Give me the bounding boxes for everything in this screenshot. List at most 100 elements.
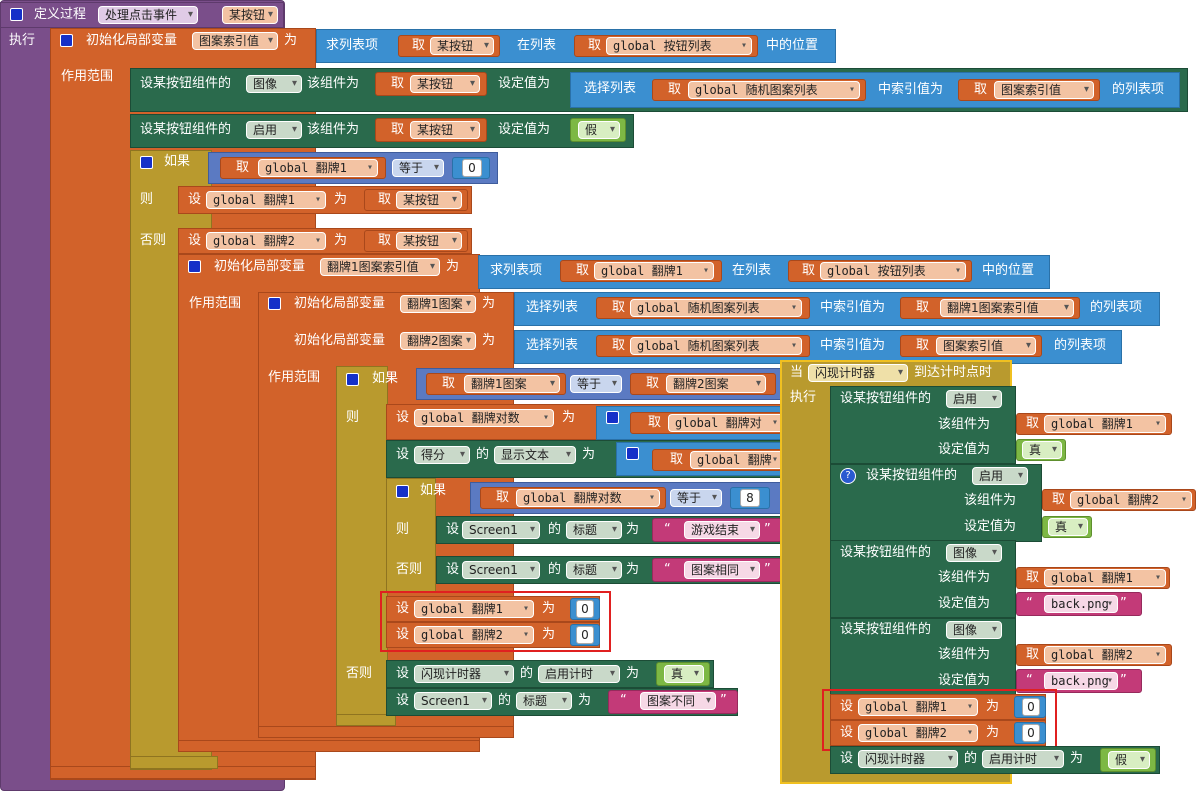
get-var[interactable]: 某按钮 [396,191,462,209]
component-dropdown[interactable]: Screen1 [462,521,540,539]
get-var[interactable]: global 翻牌2 [1044,646,1166,664]
component-dropdown[interactable]: 闪现计时器 [858,750,958,768]
property-dropdown[interactable]: 标题 [566,521,622,539]
else-label: 否则 [396,562,423,577]
text-value[interactable]: 游戏结束 [684,521,760,539]
mutator-icon[interactable] [606,411,619,424]
text-value[interactable]: back.png [1044,672,1118,690]
set-var[interactable]: global 翻牌2 [858,724,978,742]
boolean-dropdown[interactable]: 真 [1022,441,1062,459]
property-dropdown[interactable]: 标题 [516,692,572,710]
number-value[interactable]: 0 [576,600,594,618]
get-var[interactable]: global 随机图案列表 [630,299,802,317]
component-dropdown[interactable]: Screen1 [414,692,492,710]
get-var[interactable]: 图案索引值 [994,81,1094,99]
component-dropdown[interactable]: Screen1 [462,561,540,579]
get-var[interactable]: global 按钮列表 [820,262,966,280]
as-label: 为 [1070,751,1084,766]
number-value[interactable]: 0 [576,626,594,644]
compare-operator[interactable]: 等于 [570,375,622,393]
set-label: 设 [840,725,854,740]
help-icon[interactable]: ? [840,468,856,484]
property-dropdown[interactable]: 启用 [946,390,1002,408]
text-value[interactable]: back.png [1044,595,1118,613]
mutator-icon[interactable] [140,156,153,169]
boolean-dropdown[interactable]: 假 [1108,751,1150,769]
procedure-param[interactable]: 某按钮 [222,6,278,24]
number-value[interactable]: 8 [740,489,760,507]
mutator-icon[interactable] [626,447,639,460]
get-var[interactable]: global 翻牌1 [594,262,714,280]
init-var-name[interactable]: 翻牌1图案 [400,295,476,313]
get-var[interactable]: global 翻牌1 [1044,569,1166,587]
component-dropdown[interactable]: 闪现计时器 [808,364,908,382]
get-var[interactable]: global 翻牌对 [668,414,782,432]
number-value[interactable]: 0 [1022,698,1040,716]
if-else-block[interactable] [386,478,436,592]
get-var[interactable]: global 翻牌1 [1044,415,1166,433]
mutator-icon[interactable] [60,34,73,47]
init-var-name[interactable]: 翻牌1图案索引值 [320,258,440,276]
get-var[interactable]: global 随机图案列表 [630,337,802,355]
get-var[interactable]: 图案索引值 [936,337,1036,355]
get-var[interactable]: 翻牌1图案 [464,375,560,393]
get-var[interactable]: global 按钮列表 [606,37,752,55]
property-dropdown[interactable]: 启用 [972,467,1028,485]
set-var[interactable]: global 翻牌2 [414,626,534,644]
get-label: 取 [1026,570,1040,585]
set-var[interactable]: global 翻牌1 [858,698,978,716]
get-var[interactable]: global 随机图案列表 [688,81,860,99]
component-dropdown[interactable]: 得分 [414,446,470,464]
scope-label: 作用范围 [189,296,242,311]
if-else-block[interactable] [336,366,388,726]
init-var-name[interactable]: 翻牌2图案 [400,332,476,350]
procedure-name[interactable]: 处理点击事件 [98,6,198,24]
get-var[interactable]: 翻牌1图案索引值 [940,299,1074,317]
property-dropdown[interactable]: 图像 [246,75,302,93]
set-label: 设 [446,562,460,577]
mutator-icon[interactable] [268,297,281,310]
get-var[interactable]: global 翻牌1 [258,159,378,177]
property-dropdown[interactable]: 图像 [946,621,1002,639]
set-var[interactable]: global 翻牌对数 [414,409,554,427]
get-label: 取 [612,300,626,315]
set-var[interactable]: global 翻牌1 [206,191,326,209]
component-dropdown[interactable]: 闪现计时器 [414,665,514,683]
get-var[interactable]: global 翻牌对数 [516,489,660,507]
property-dropdown[interactable]: 图像 [946,544,1002,562]
get-var[interactable]: 翻牌2图案 [666,375,766,393]
get-var[interactable]: 某按钮 [396,232,462,250]
number-value[interactable]: 0 [1022,724,1040,742]
get-var[interactable]: 某按钮 [410,75,480,93]
boolean-dropdown[interactable]: 假 [578,121,620,139]
mutator-icon[interactable] [396,485,409,498]
get-var[interactable]: 某按钮 [430,37,494,55]
get-label: 取 [1026,416,1040,431]
number-value[interactable]: 0 [462,159,482,177]
mutator-icon[interactable] [10,8,23,21]
text-value[interactable]: 图案不同 [640,692,716,710]
init-keyword: 初始化局部变量 [294,296,386,311]
property-dropdown[interactable]: 启用计时 [982,750,1064,768]
init-var-name[interactable]: 图案索引值 [192,32,278,50]
set-var[interactable]: global 翻牌2 [206,232,326,250]
else-label: 否则 [346,666,373,681]
compare-operator[interactable]: 等于 [670,489,722,507]
when-label: 当 [790,365,804,380]
get-var[interactable]: global 翻牌2 [1070,491,1192,509]
get-var[interactable]: global 翻牌 [690,451,782,469]
mutator-icon[interactable] [346,373,359,386]
set-var[interactable]: global 翻牌1 [414,600,534,618]
property-dropdown[interactable]: 显示文本 [494,446,576,464]
text-value[interactable]: 图案相同 [684,561,760,579]
compare-operator[interactable]: 等于 [392,159,444,177]
property-dropdown[interactable]: 启用计时 [538,665,620,683]
boolean-dropdown[interactable]: 真 [1048,518,1088,536]
get-var[interactable]: 某按钮 [410,121,480,139]
boolean-dropdown[interactable]: 真 [664,665,704,683]
mutator-icon[interactable] [188,260,201,273]
property-dropdown[interactable]: 标题 [566,561,622,579]
property-dropdown[interactable]: 启用 [246,121,302,139]
quote-close: ” [1120,596,1127,611]
quote-close: ” [720,693,727,708]
